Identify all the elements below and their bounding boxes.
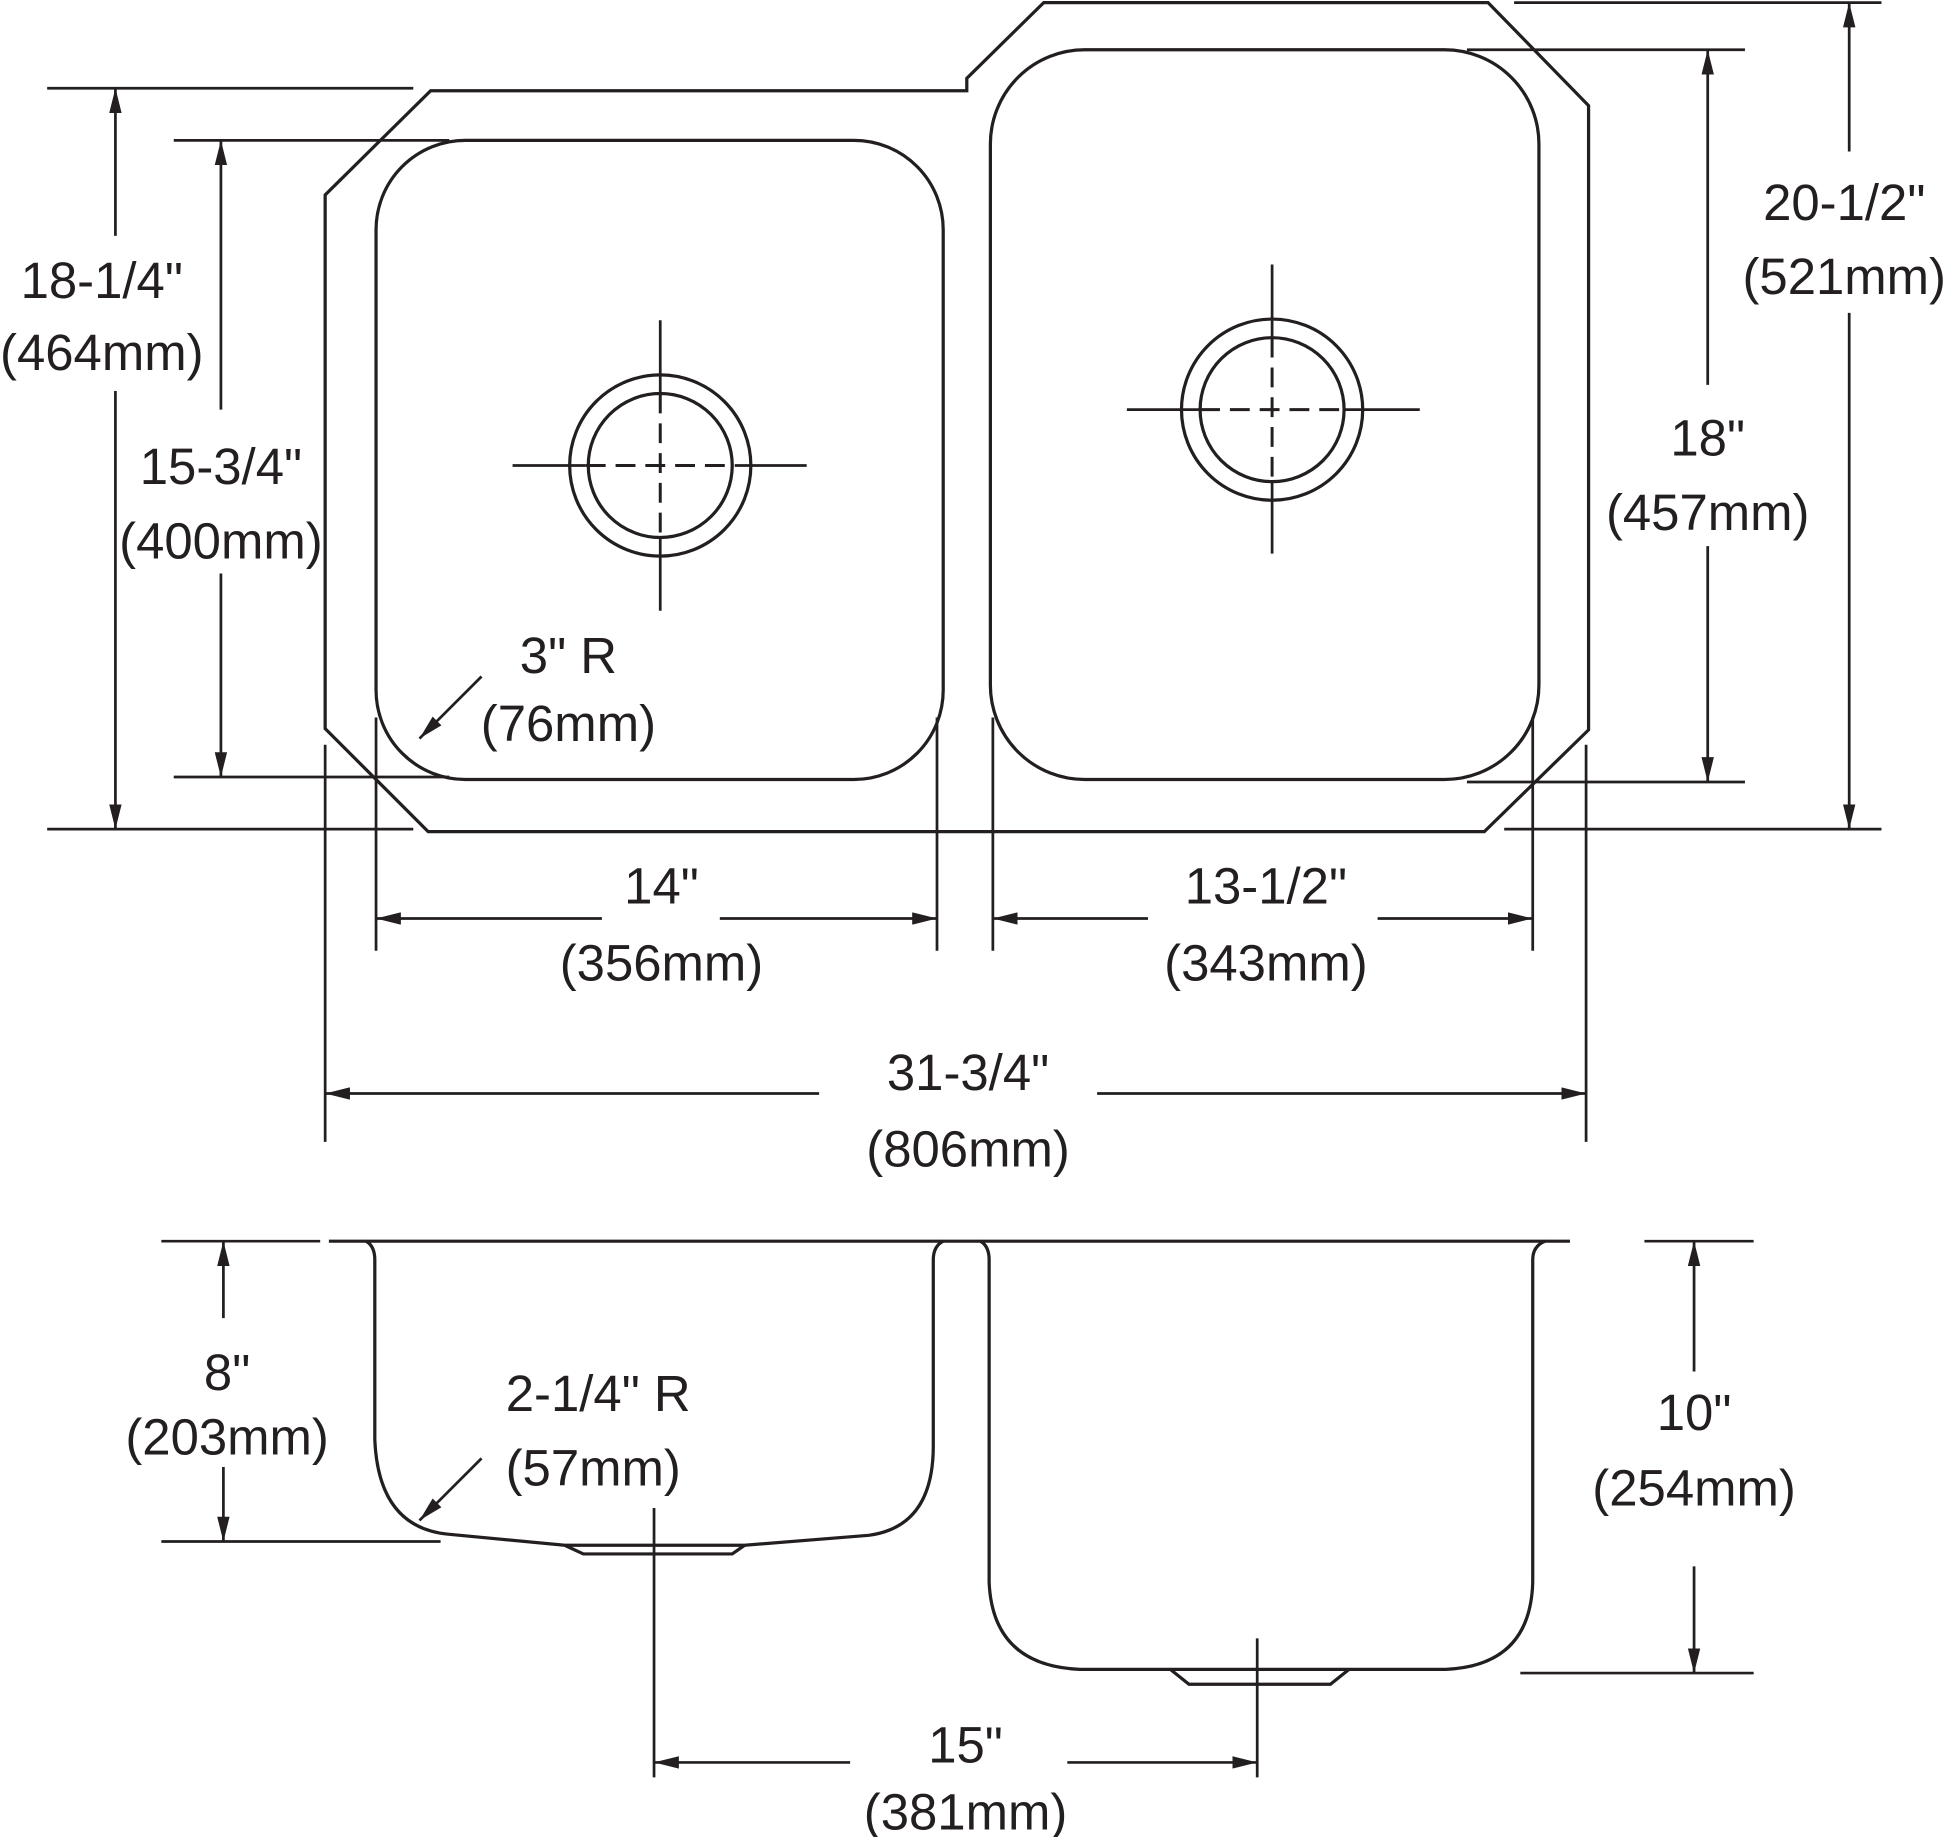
dimension-label: 8" <box>204 1344 250 1401</box>
dimension-label: 13-1/2" <box>1185 858 1347 915</box>
left-drain-outlet <box>564 1543 746 1556</box>
side-view: 8" (203mm) 10" (254mm) 2-1/4" R (57mm) 1… <box>125 1239 1796 1837</box>
dimension-label: (806mm) <box>866 1121 1070 1178</box>
left-drain-icon <box>512 320 807 611</box>
dimension-label: (464mm) <box>0 324 204 381</box>
dim-overall-depth: 18-1/4" (464mm) <box>0 86 414 831</box>
dimension-label: 15-3/4" <box>140 438 302 495</box>
dimension-label: (76mm) <box>481 695 656 752</box>
dimension-label: (356mm) <box>560 935 764 992</box>
dimension-label: (203mm) <box>125 1409 329 1466</box>
right-drain-outlet <box>1169 1668 1351 1686</box>
dimension-label: (400mm) <box>119 513 323 570</box>
dimension-label: 15" <box>928 1716 1003 1773</box>
right-bowl <box>988 48 1541 782</box>
dimension-label: 14" <box>624 858 699 915</box>
dimension-label: (254mm) <box>1592 1460 1796 1517</box>
dim-corner-radius: 3" R (76mm) <box>418 627 656 752</box>
dim-right-bowl-height: 10" (254mm) <box>1520 1239 1796 1675</box>
right-bowl-profile <box>979 1239 1546 1671</box>
dimension-label: 3" R <box>520 627 617 684</box>
dimension-label: (57mm) <box>506 1440 681 1497</box>
dim-left-bowl-width: 14" (356mm) <box>374 717 939 992</box>
dimension-label: 2-1/4" R <box>506 1365 691 1422</box>
dim-overall-width: 31-3/4" (806mm) <box>323 744 1588 1178</box>
dim-left-bowl-height: 8" (203mm) <box>125 1239 441 1543</box>
dim-right-bowl-width: 13-1/2" (343mm) <box>991 717 1535 992</box>
dim-bottom-radius: 2-1/4" R (57mm) <box>418 1365 691 1522</box>
left-bowl <box>374 138 945 782</box>
dimension-label: (381mm) <box>864 1783 1068 1837</box>
dim-left-bowl-depth: 15-3/4" (400mm) <box>119 138 450 779</box>
dimension-label: 18-1/4" <box>21 252 183 309</box>
dimension-label: (457mm) <box>1606 484 1810 541</box>
dim-right-bowl-depth: 18" (457mm) <box>1466 48 1810 784</box>
dim-drain-spacing: 15" (381mm) <box>652 1508 1259 1837</box>
dim-overall-depth-right: 20-1/2" (521mm) <box>1504 1 1946 831</box>
dimension-label: 31-3/4" <box>887 1044 1049 1101</box>
dimension-label: 10" <box>1657 1384 1732 1441</box>
top-view: 18-1/4" (464mm) 15-3/4" (400mm) 20-1/2" … <box>0 0 1946 1178</box>
dimension-label: (521mm) <box>1742 248 1946 305</box>
right-drain-icon <box>1126 264 1420 554</box>
sink-outline <box>323 0 1591 834</box>
dimension-label: 20-1/2" <box>1763 174 1925 231</box>
dimension-label: 18" <box>1670 410 1745 467</box>
dimension-label: (343mm) <box>1164 935 1368 992</box>
